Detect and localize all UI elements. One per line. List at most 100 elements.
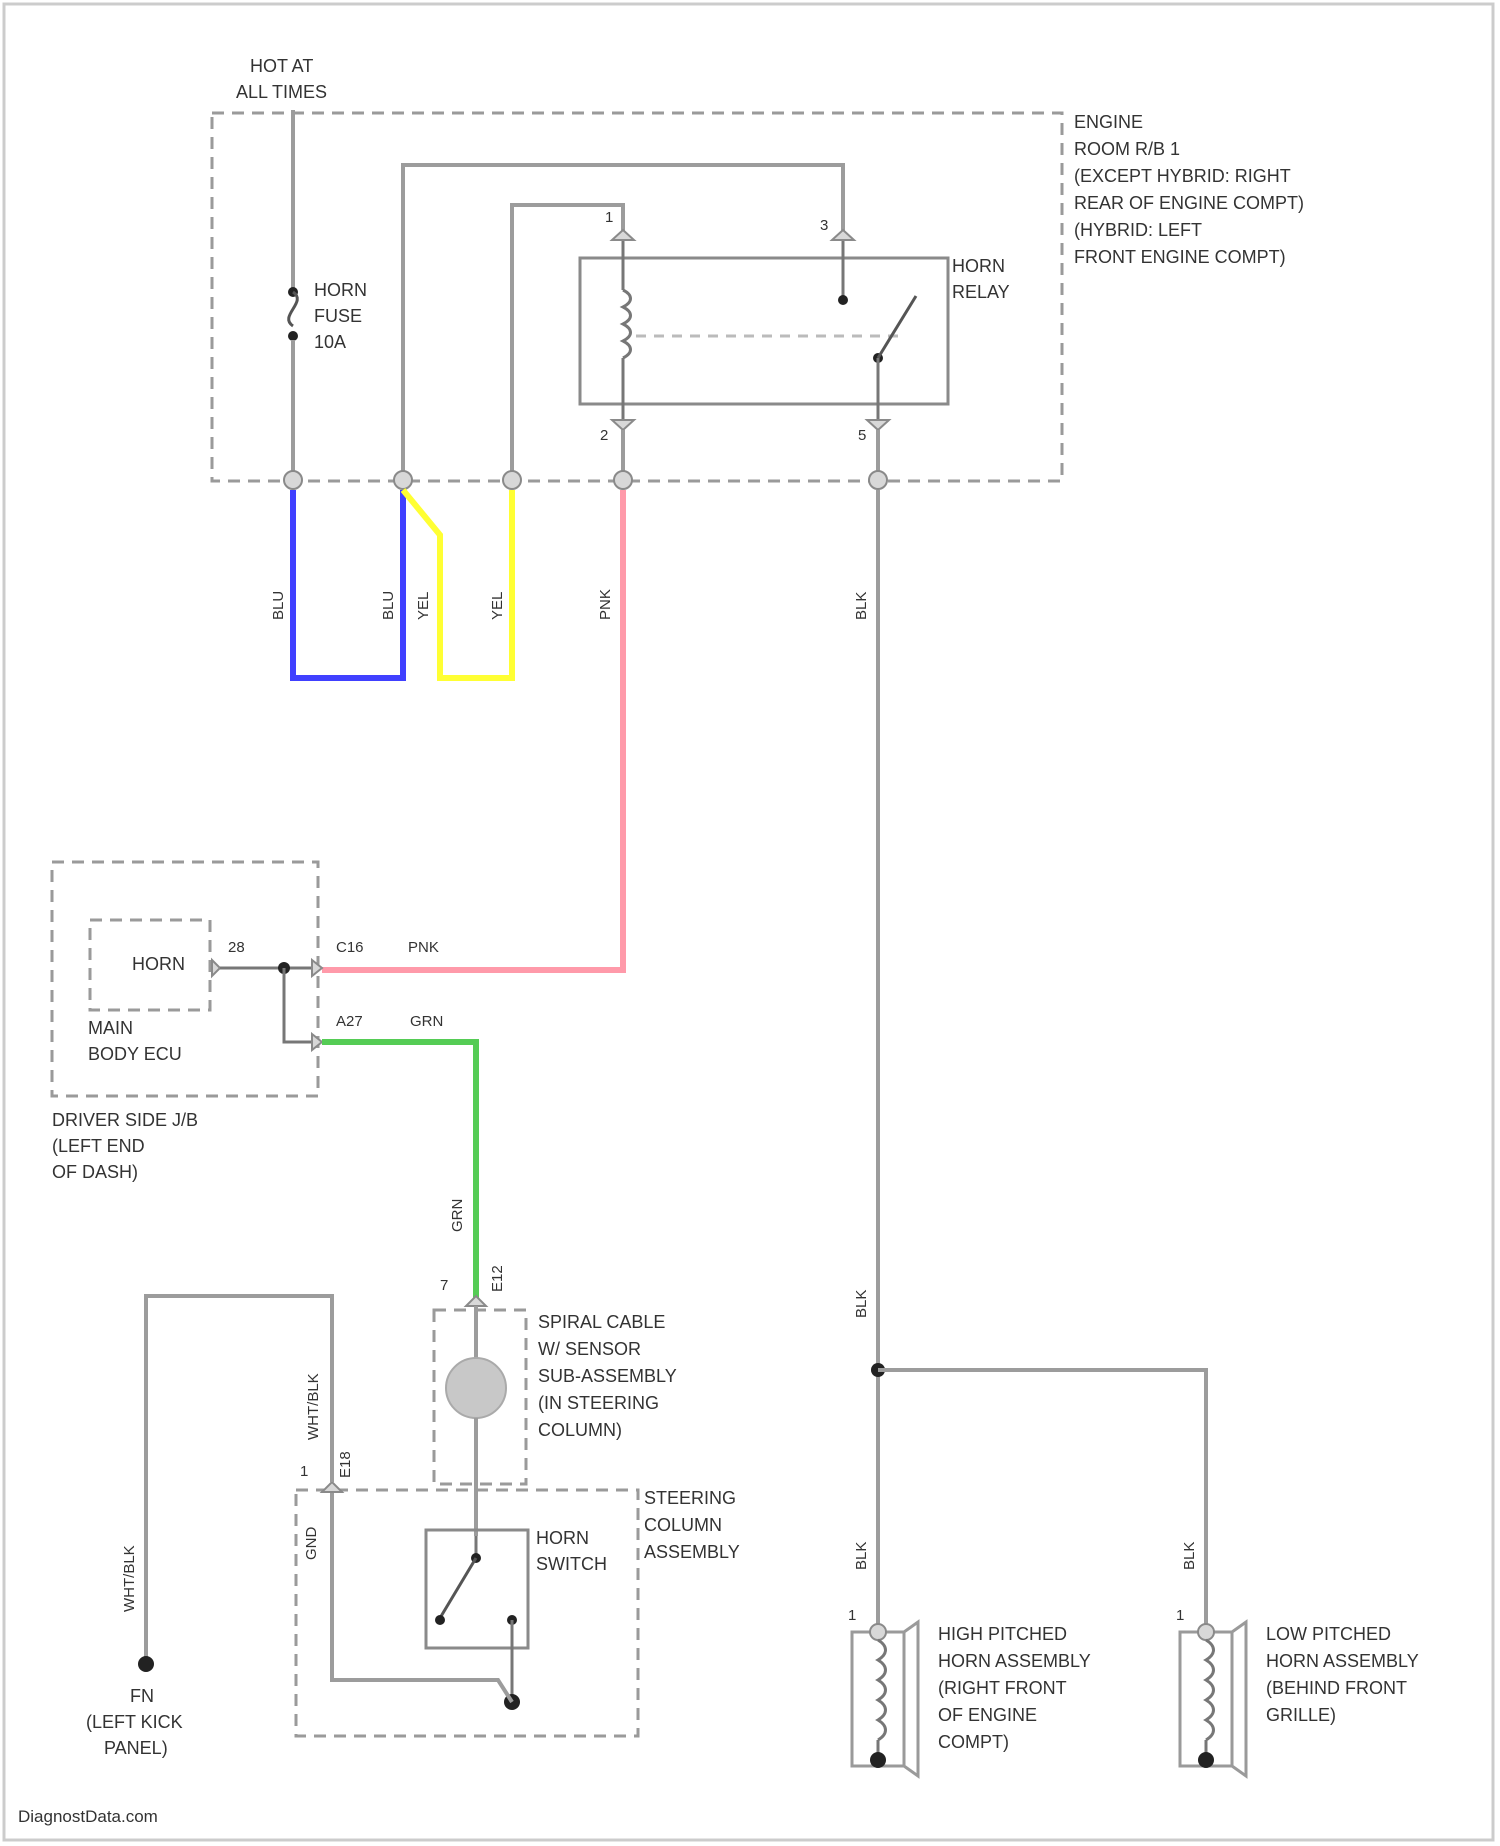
high-pitched-horn-symbol: [852, 1622, 918, 1776]
ecu-body-label: MAIN BODY ECU: [88, 1018, 182, 1064]
svg-text:OF DASH): OF DASH): [52, 1162, 138, 1182]
svg-text:HORN ASSEMBLY: HORN ASSEMBLY: [938, 1651, 1091, 1671]
svg-text:COLUMN: COLUMN: [644, 1515, 722, 1535]
horn-switch-label: HORN SWITCH: [536, 1528, 607, 1574]
spiral-top-terminal: [466, 1296, 486, 1306]
loop-wire-labels: BLU BLU YEL YEL: [270, 591, 506, 620]
svg-text:BLU: BLU: [380, 591, 397, 620]
ecu-pin-c16: C16: [336, 939, 364, 956]
wht-blk-left-label: WHT/BLK: [121, 1545, 138, 1612]
svg-text:2: 2: [600, 427, 608, 444]
svg-text:COMPT): COMPT): [938, 1732, 1009, 1752]
low-pitched-horn-label: LOW PITCHED HORN ASSEMBLY (BEHIND FRONT …: [1266, 1624, 1419, 1725]
svg-text:(RIGHT FRONT: (RIGHT FRONT: [938, 1678, 1067, 1698]
horn-high-pin: 1: [848, 1607, 856, 1624]
svg-text:FN: FN: [130, 1686, 154, 1706]
high-pitched-horn-label: HIGH PITCHED HORN ASSEMBLY (RIGHT FRONT …: [938, 1624, 1091, 1752]
steering-pin-1: 1: [300, 1463, 308, 1480]
svg-text:1: 1: [605, 209, 613, 226]
ecu-horn-label: HORN: [132, 954, 185, 974]
diagram-frame: [4, 4, 1493, 1840]
spiral-cable-symbol: [446, 1358, 506, 1418]
steering-connector-e18: E18: [337, 1451, 354, 1478]
pnk-horizontal-label: PNK: [408, 939, 439, 956]
svg-text:SWITCH: SWITCH: [536, 1554, 607, 1574]
svg-text:HIGH PITCHED: HIGH PITCHED: [938, 1624, 1067, 1644]
engine-room-rb-label: ENGINE ROOM R/B 1 (EXCEPT HYBRID: RIGHT …: [1074, 112, 1304, 267]
horn-switch-symbol: [426, 1536, 520, 1710]
blk-mid-label: BLK: [853, 1290, 870, 1318]
svg-text:ALL TIMES: ALL TIMES: [236, 82, 327, 102]
steering-ground-wire: [332, 1492, 512, 1702]
blk-left-horn-label: BLK: [853, 1542, 870, 1570]
blu-loop-wire: [293, 490, 403, 678]
svg-text:HORN: HORN: [314, 280, 367, 300]
svg-text:BODY ECU: BODY ECU: [88, 1044, 182, 1064]
wht-blk-top-label: WHT/BLK: [305, 1373, 322, 1440]
svg-text:PANEL): PANEL): [104, 1738, 168, 1758]
svg-text:3: 3: [820, 217, 828, 234]
svg-text:(EXCEPT HYBRID: RIGHT: (EXCEPT HYBRID: RIGHT: [1074, 166, 1291, 186]
horn-low-pin: 1: [1176, 1607, 1184, 1624]
svg-text:HORN: HORN: [952, 256, 1005, 276]
svg-text:(BEHIND FRONT: (BEHIND FRONT: [1266, 1678, 1407, 1698]
svg-text:SPIRAL CABLE: SPIRAL CABLE: [538, 1312, 665, 1332]
horn-fuse-symbol: [288, 287, 298, 341]
grn-vertical-label: GRN: [449, 1199, 466, 1232]
yel-loop-wire: [403, 490, 512, 678]
power-source-label: HOT AT ALL TIMES: [236, 56, 327, 102]
grn-wire: [322, 1042, 476, 1298]
svg-text:STEERING: STEERING: [644, 1488, 736, 1508]
svg-text:YEL: YEL: [415, 592, 432, 620]
ecu-internal-wiring: [212, 960, 322, 1050]
svg-text:5: 5: [858, 427, 866, 444]
horn-fuse-label: HORN FUSE 10A: [314, 280, 367, 352]
svg-text:10A: 10A: [314, 332, 346, 352]
gnd-short-label: GND: [303, 1527, 320, 1561]
driver-side-jb-label: DRIVER SIDE J/B (LEFT END OF DASH): [52, 1110, 198, 1182]
svg-text:W/ SENSOR: W/ SENSOR: [538, 1339, 641, 1359]
relay-terminals: [612, 230, 889, 430]
svg-text:COLUMN): COLUMN): [538, 1420, 622, 1440]
svg-text:(LEFT KICK: (LEFT KICK: [86, 1712, 183, 1732]
svg-text:LOW PITCHED: LOW PITCHED: [1266, 1624, 1391, 1644]
svg-text:(HYBRID: LEFT: (HYBRID: LEFT: [1074, 220, 1202, 240]
svg-text:DRIVER SIDE J/B: DRIVER SIDE J/B: [52, 1110, 198, 1130]
blk-top-label: BLK: [853, 592, 870, 620]
svg-text:HOT AT: HOT AT: [250, 56, 313, 76]
svg-text:GRILLE): GRILLE): [1266, 1705, 1336, 1725]
horn-relay-label: HORN RELAY: [952, 256, 1010, 302]
blk-right-horn-label: BLK: [1181, 1542, 1198, 1570]
steering-column-label: STEERING COLUMN ASSEMBLY: [644, 1488, 740, 1562]
svg-text:RELAY: RELAY: [952, 282, 1010, 302]
pnk-wire: [322, 490, 623, 970]
ground-point-dot: [138, 1656, 154, 1672]
relay-contact-symbol: [838, 240, 916, 420]
ecu-pin-28: 28: [228, 939, 245, 956]
svg-text:BLU: BLU: [270, 591, 287, 620]
svg-text:HORN: HORN: [536, 1528, 589, 1548]
svg-text:(LEFT END: (LEFT END: [52, 1136, 145, 1156]
spiral-connector-e12: E12: [489, 1265, 506, 1292]
svg-text:FRONT ENGINE COMPT): FRONT ENGINE COMPT): [1074, 247, 1286, 267]
svg-text:(IN STEERING: (IN STEERING: [538, 1393, 659, 1413]
svg-text:YEL: YEL: [489, 592, 506, 620]
svg-text:FUSE: FUSE: [314, 306, 362, 326]
svg-text:REAR OF ENGINE COMPT): REAR OF ENGINE COMPT): [1074, 193, 1304, 213]
ecu-pin-a27: A27: [336, 1013, 363, 1030]
watermark-text: DiagnostData.com: [18, 1807, 158, 1826]
svg-text:OF ENGINE: OF ENGINE: [938, 1705, 1037, 1725]
blk-branch-wire: [878, 1370, 1206, 1632]
steering-column-outline: [296, 1490, 638, 1736]
svg-text:ROOM R/B 1: ROOM R/B 1: [1074, 139, 1180, 159]
steering-pin-terminal: [322, 1482, 342, 1492]
svg-text:ENGINE: ENGINE: [1074, 112, 1143, 132]
grn-horizontal-label: GRN: [410, 1013, 443, 1030]
relay-coil-symbol: [623, 240, 900, 420]
pnk-vertical-label: PNK: [597, 589, 614, 620]
spiral-cable-label: SPIRAL CABLE W/ SENSOR SUB-ASSEMBLY (IN …: [538, 1312, 677, 1440]
spiral-pin-7: 7: [440, 1277, 448, 1294]
svg-text:MAIN: MAIN: [88, 1018, 133, 1038]
ground-label: FN (LEFT KICK PANEL): [86, 1686, 183, 1758]
